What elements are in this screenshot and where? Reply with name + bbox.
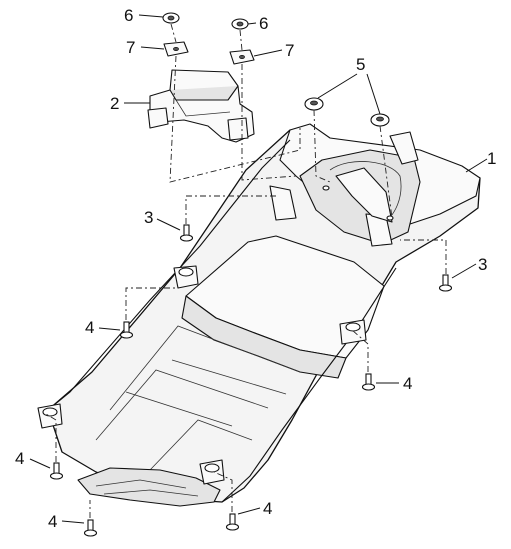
callout-4-e: 4 xyxy=(263,499,272,518)
callout-3-left: 3 xyxy=(144,208,153,227)
callout-7-right: 7 xyxy=(285,41,294,60)
screw-4-e xyxy=(225,513,240,531)
screw-4-b xyxy=(361,373,376,391)
screw-3-left xyxy=(179,224,194,242)
callout-4-d: 4 xyxy=(48,512,57,531)
callout-labels: 6 6 7 7 2 5 1 3 3 4 4 4 4 4 xyxy=(15,6,496,531)
callout-6-left: 6 xyxy=(124,6,133,25)
clip-7-left xyxy=(163,41,189,57)
callout-3-right: 3 xyxy=(478,255,487,274)
clip-7-right xyxy=(229,49,255,65)
undertray xyxy=(37,123,481,507)
callout-4-a: 4 xyxy=(85,318,94,337)
callout-2: 2 xyxy=(110,94,119,113)
callout-5: 5 xyxy=(356,55,365,74)
assembly-lines xyxy=(45,23,447,518)
flange-nut-5-right xyxy=(370,113,390,127)
nut-6-left xyxy=(162,12,180,24)
screw-4-c xyxy=(49,462,64,480)
screw-4-d xyxy=(83,519,98,537)
callout-6-right: 6 xyxy=(259,14,268,33)
callout-4-c: 4 xyxy=(15,449,24,468)
leader-lines xyxy=(29,14,488,524)
callout-1: 1 xyxy=(487,149,496,168)
callout-4-b: 4 xyxy=(403,374,412,393)
mounting-bracket xyxy=(147,69,255,143)
screw-3-right xyxy=(438,274,453,292)
callout-7-left: 7 xyxy=(126,38,135,57)
screw-4-a xyxy=(119,321,134,339)
flange-nut-5-left xyxy=(304,97,324,111)
nut-6-right xyxy=(231,18,249,30)
